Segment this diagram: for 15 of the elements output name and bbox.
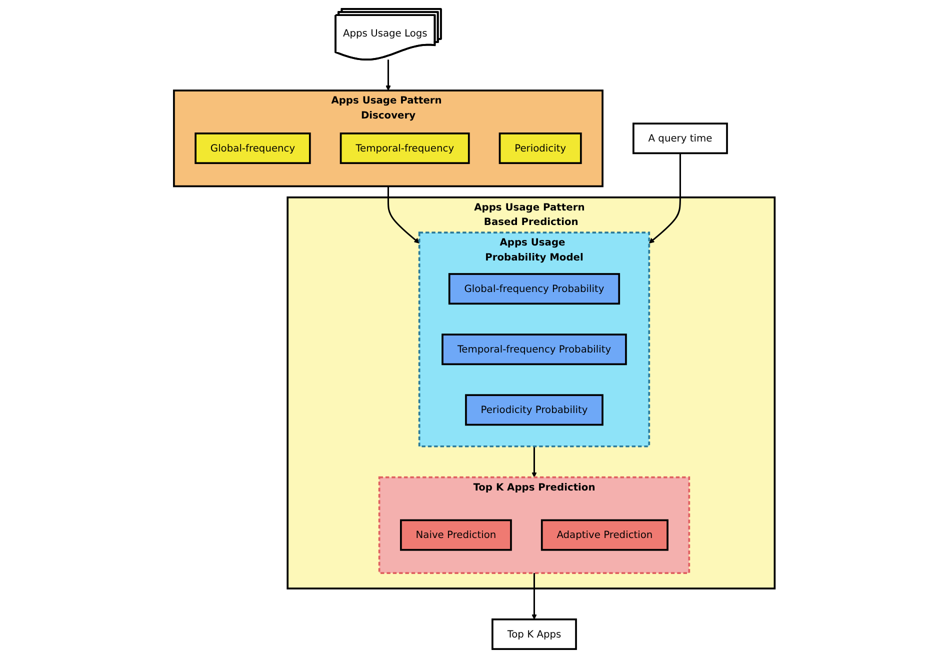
arrow (531, 572, 537, 620)
node-box: Global-frequency (194, 132, 311, 164)
node-box: Periodicity Probability (464, 394, 604, 426)
node-box: Periodicity (498, 132, 582, 164)
arrow (648, 152, 681, 243)
node-box: Global-frequency Probability (448, 272, 620, 304)
node-box: A query time (632, 122, 728, 154)
arrow (531, 446, 537, 478)
node-box: Temporal-frequency Probability (441, 333, 627, 365)
arrow (385, 59, 391, 90)
node-box: Adaptive Prediction (540, 518, 668, 550)
node-box: Top K Apps (491, 618, 577, 650)
arrow (387, 186, 420, 243)
node-box: Naive Prediction (400, 518, 512, 550)
node-box: Temporal-frequency (340, 132, 470, 164)
